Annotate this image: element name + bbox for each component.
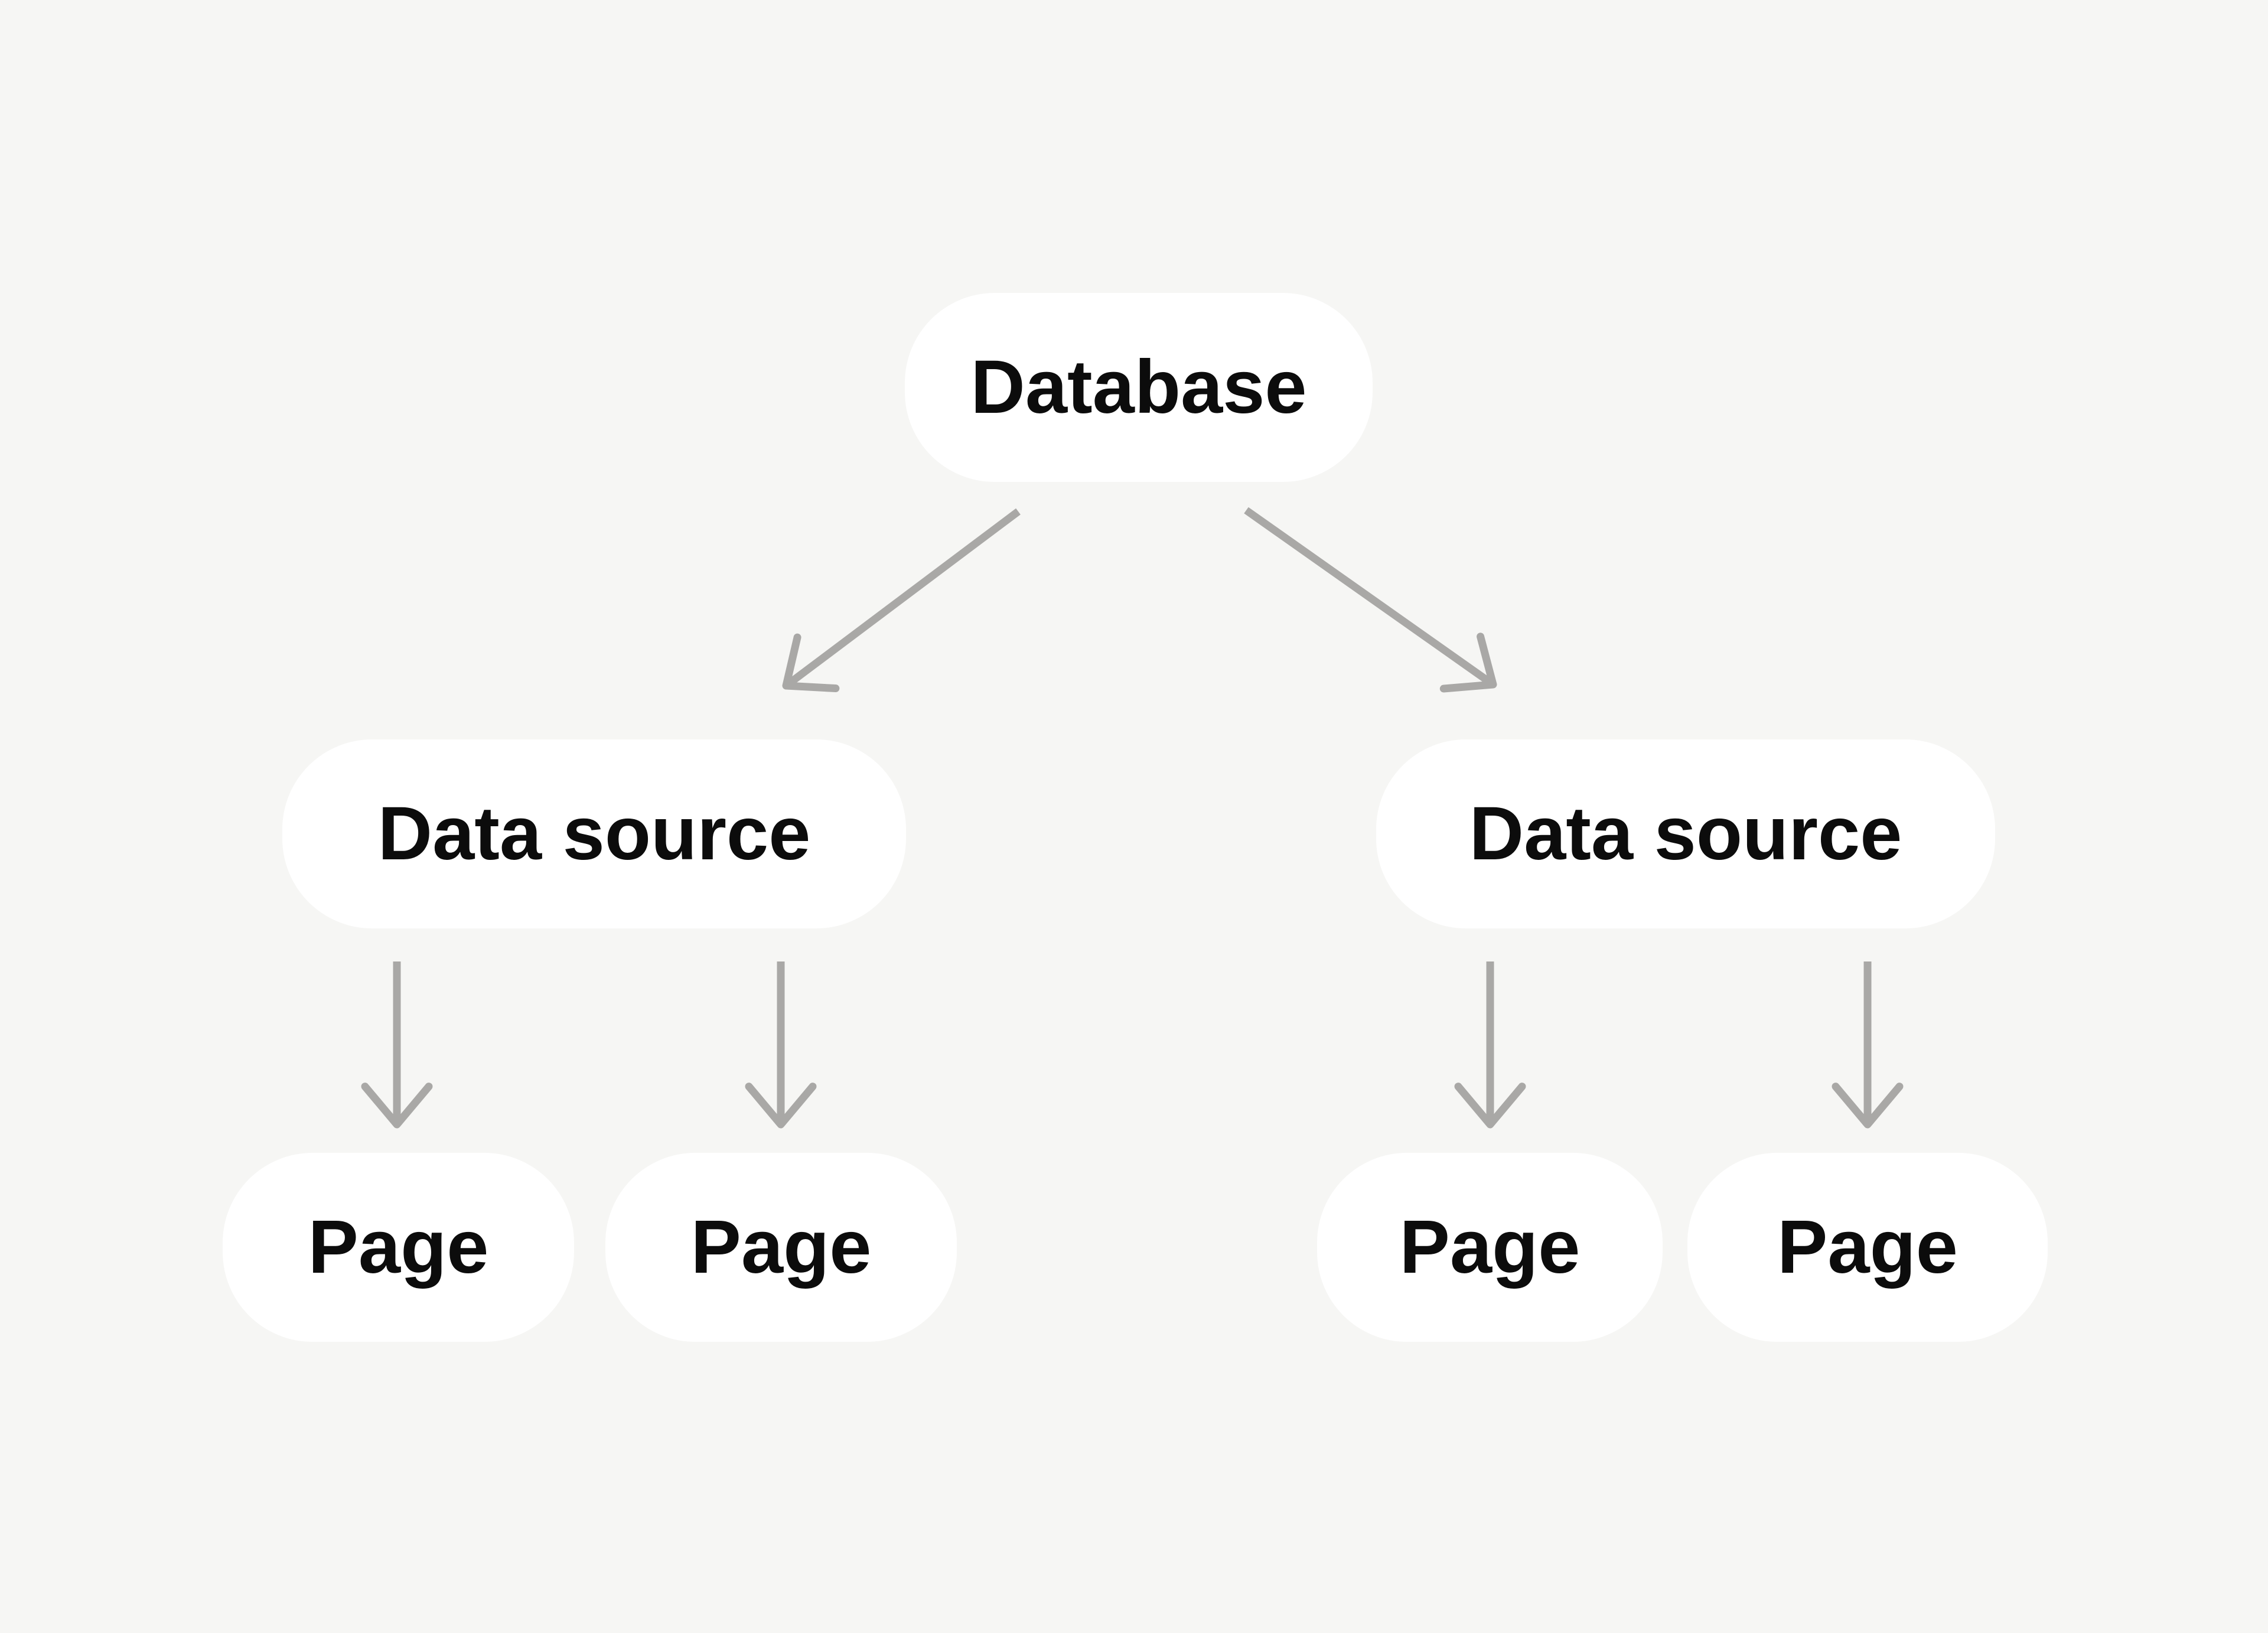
node-label: Page bbox=[1777, 1205, 1958, 1289]
node-database: Database bbox=[905, 293, 1373, 482]
arrow-data-source-left-to-page-2 bbox=[745, 961, 817, 1129]
node-label: Data source bbox=[377, 791, 811, 876]
arrowhead-icon bbox=[745, 1083, 817, 1129]
node-label: Page bbox=[1399, 1205, 1581, 1289]
arrowhead-icon bbox=[782, 633, 840, 693]
node-label: Page bbox=[308, 1205, 489, 1289]
node-page-3: Page bbox=[1317, 1153, 1663, 1342]
node-page-4: Page bbox=[1687, 1153, 2048, 1342]
arrowhead-icon bbox=[361, 1083, 433, 1129]
arrow-data-source-left-to-page-1 bbox=[361, 961, 433, 1129]
node-label: Data source bbox=[1469, 791, 1902, 876]
arrowhead-icon bbox=[1454, 1083, 1526, 1129]
node-label: Page bbox=[690, 1205, 872, 1289]
node-data-source-right: Data source bbox=[1376, 739, 1995, 928]
node-page-2: Page bbox=[605, 1153, 957, 1342]
arrow-data-source-right-to-page-3 bbox=[1454, 961, 1526, 1129]
node-label: Database bbox=[970, 345, 1307, 429]
arrow-database-to-data-source-right bbox=[1244, 507, 1497, 693]
arrow-data-source-right-to-page-4 bbox=[1832, 961, 1904, 1129]
arrowhead-icon bbox=[1832, 1083, 1904, 1129]
arrow-database-to-data-source-left bbox=[782, 508, 1021, 693]
arrowhead-icon bbox=[1439, 633, 1497, 693]
node-page-1: Page bbox=[223, 1153, 574, 1342]
node-data-source-left: Data source bbox=[282, 739, 906, 928]
